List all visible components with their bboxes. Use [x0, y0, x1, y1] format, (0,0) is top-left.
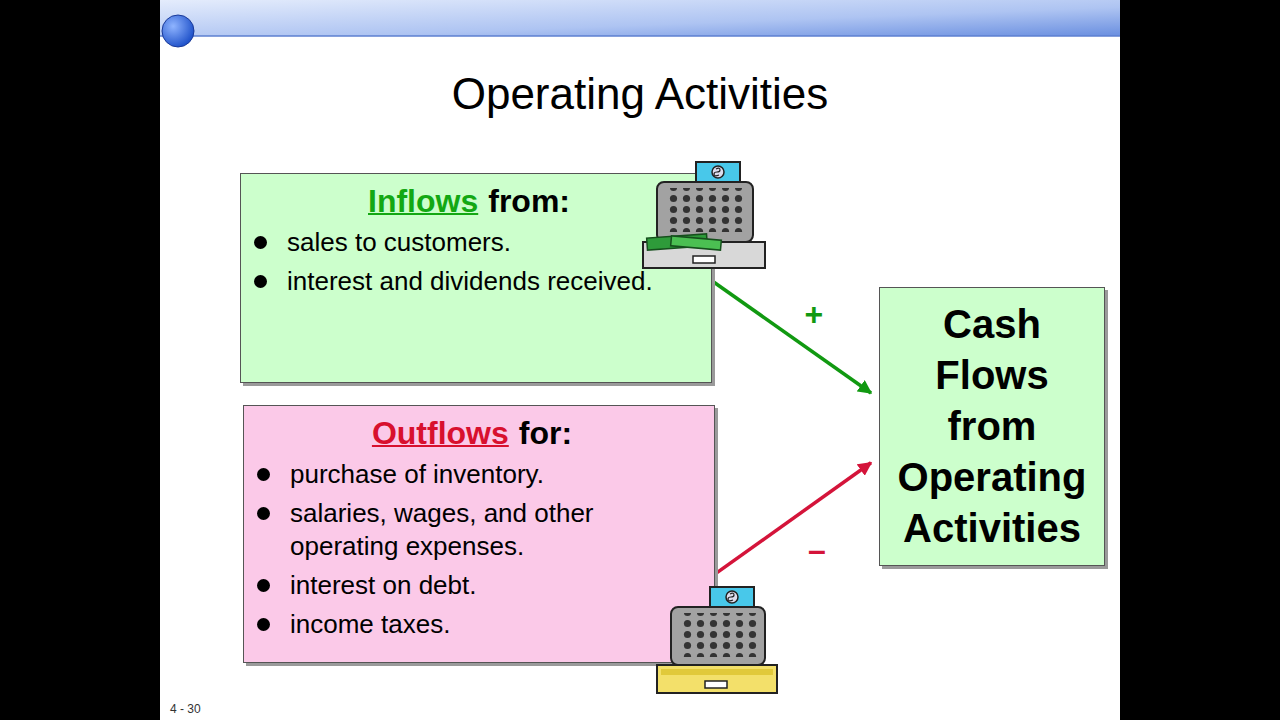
bullet-dot — [254, 236, 267, 249]
bullet-item: purchase of inventory. — [244, 458, 700, 491]
bullet-item: salaries, wages, and other operating exp… — [244, 497, 700, 563]
slide-title: Operating Activities — [160, 66, 1120, 122]
money-bills — [671, 236, 722, 250]
header-ball — [162, 15, 194, 47]
drawer-edge — [661, 669, 773, 675]
register-display — [696, 162, 740, 182]
register-body — [671, 607, 765, 665]
result-box: Cash Flows from Operating Activities — [879, 287, 1105, 566]
register-keys — [665, 188, 745, 232]
bullet-dot — [257, 579, 270, 592]
box-heading: Inflows from: — [241, 182, 697, 220]
bullet-item: income taxes. — [244, 608, 700, 641]
register-body — [657, 182, 753, 242]
result-text: Cash Flows from Operating Activities — [888, 299, 1096, 554]
cash-register-icon — [657, 587, 777, 693]
bullet-item: sales to customers. — [241, 226, 697, 259]
bullet-dot — [257, 468, 270, 481]
drawer-slot — [705, 681, 727, 688]
register-coin-mark — [728, 593, 734, 601]
bullet-item: interest and dividends received. — [241, 265, 697, 298]
flow-sign: – — [808, 534, 826, 566]
box-heading: Outflows for: — [244, 414, 700, 452]
register-coin — [712, 166, 724, 178]
bullet-text: interest on debt. — [290, 570, 476, 600]
register-coin — [726, 591, 738, 603]
register-drawer — [657, 665, 777, 693]
bullet-text: interest and dividends received. — [287, 266, 653, 296]
flow-sign: + — [805, 298, 824, 330]
heading-text: Inflows — [368, 182, 478, 220]
flow-arrow — [717, 463, 871, 573]
slide-number: 4 - 30 — [170, 702, 201, 716]
heading-text: Outflows — [372, 414, 509, 452]
bullet-text: purchase of inventory. — [290, 459, 544, 489]
header-bar — [160, 0, 1120, 36]
bullet-text: sales to customers. — [287, 227, 511, 257]
bullet-dot — [257, 618, 270, 631]
cash-register-icon — [643, 162, 765, 268]
outflow-box: Outflows for: purchase of inventory. salari… — [243, 405, 715, 663]
register-display — [710, 587, 754, 607]
bullet-dot — [257, 507, 270, 520]
bullet-text: salaries, wages, and other operating exp… — [290, 498, 594, 561]
heading-text: from: — [488, 182, 570, 220]
flow-arrow — [714, 282, 871, 393]
drawer-slot — [693, 256, 715, 263]
register-coin-mark — [714, 168, 720, 176]
register-keys — [679, 613, 757, 657]
header-rule — [160, 35, 1120, 37]
bullet-item: interest on debt. — [244, 569, 700, 602]
bullet-text: income taxes. — [290, 609, 450, 639]
heading-text: for: — [519, 414, 572, 452]
bullet-dot — [254, 275, 267, 288]
inflow-box: Inflows from: sales to customers. interest … — [240, 173, 712, 383]
